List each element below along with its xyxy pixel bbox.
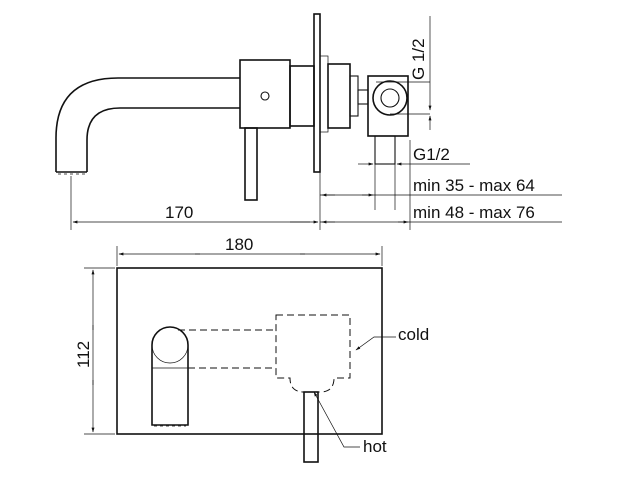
depth-range-2: min 48 - max 76 xyxy=(413,203,535,222)
spout-front-cap xyxy=(151,326,189,364)
side-view: G 1/2 G1/2 min 35 - max 64 min 48 - max … xyxy=(55,13,562,230)
plate-width-label: 180 xyxy=(225,235,253,254)
thread-side-label: G1/2 xyxy=(413,145,450,164)
plate-height-label: 112 xyxy=(74,341,93,368)
collar xyxy=(289,65,315,127)
spout xyxy=(55,77,240,172)
cold-label: cold xyxy=(398,325,429,344)
thread-top-label: G 1/2 xyxy=(409,38,428,80)
nut-2 xyxy=(357,89,369,105)
handle-block xyxy=(239,59,291,129)
lever-front xyxy=(303,391,319,463)
lever xyxy=(244,127,258,201)
wall-plate-edge xyxy=(319,55,329,133)
cold-leader xyxy=(355,336,396,351)
connection-outer xyxy=(372,80,408,116)
nut xyxy=(349,75,359,117)
wall-plate xyxy=(313,13,321,173)
hot-label: hot xyxy=(363,437,387,456)
hidden-valve xyxy=(275,314,351,393)
front-view: 180 112 cold hot xyxy=(74,235,429,463)
spout-length-label: 170 xyxy=(165,203,193,222)
front-plate xyxy=(116,267,383,435)
connection-inner xyxy=(380,88,400,108)
handle-pivot xyxy=(260,91,270,101)
depth-range-1: min 35 - max 64 xyxy=(413,176,535,195)
spout-front xyxy=(151,326,189,426)
valve-body xyxy=(327,63,351,129)
hot-leader xyxy=(313,391,360,448)
connection-stub xyxy=(374,135,396,165)
